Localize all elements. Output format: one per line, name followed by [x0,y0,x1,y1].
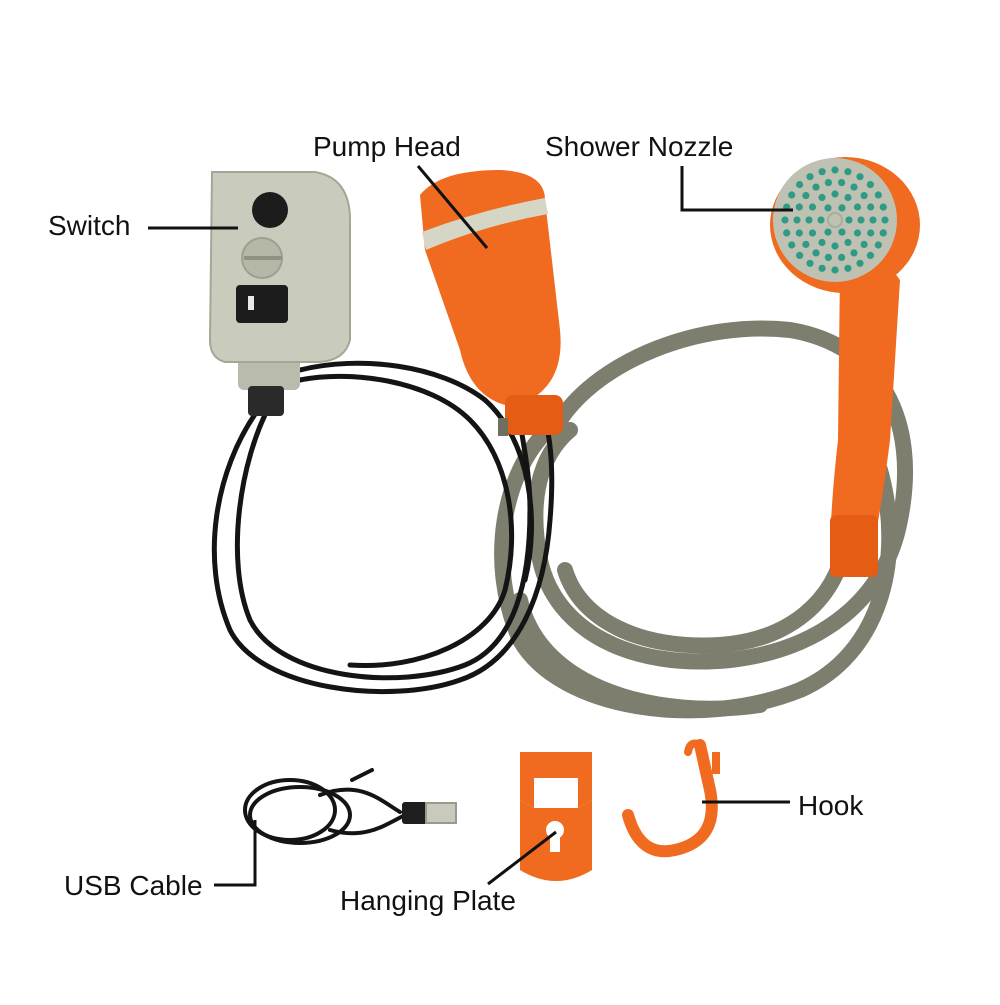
nozzle-hole [838,253,846,261]
nozzle-hole [812,183,820,191]
usb-cable [243,768,457,845]
nozzle-hole [788,191,796,199]
nozzle-hole [805,216,813,224]
nozzle-hole [879,229,887,237]
nozzle-hole [824,179,833,187]
nozzle-hole [795,203,803,211]
nozzle-hole [783,229,791,237]
nozzle-hole [802,192,810,200]
nozzle-hole [860,192,868,200]
nozzle-hole [867,229,875,237]
nozzle-hole [818,168,826,176]
nozzle-hole [812,249,820,257]
nozzle-hole [844,264,852,272]
nozzle-hole [831,190,839,198]
nozzle-hole [818,264,826,272]
nozzle-hole [802,240,810,248]
nozzle-hole [856,173,864,181]
nozzle-hole [874,241,882,249]
usb-cable-leader [214,820,257,887]
nozzle-hole [879,203,887,211]
hanging-plate [520,752,592,881]
nozzle-hole [796,251,804,259]
hanging-plate-label: Hanging Plate [340,885,516,916]
hook-label: Hook [798,790,864,821]
nozzle-hole [874,191,882,199]
nozzle-hole [850,183,858,191]
switch-label: Switch [48,210,131,241]
nozzle-hole [831,166,839,174]
pump-head-label: Pump Head [313,131,461,162]
nozzle-hole [853,229,862,237]
shower-nozzle [770,157,920,577]
nozzle-hole [838,204,846,212]
nozzle-hole [844,168,852,176]
nozzle-hole [808,229,817,237]
nozzle-hole [818,238,826,247]
nozzle-hole [781,216,789,224]
nozzle-hole [824,253,833,261]
nozzle-hole [838,179,846,187]
nozzle-hole [853,203,862,211]
nozzle-hole [866,251,875,259]
rocker-switch [236,285,288,323]
nozzle-hole [795,229,803,237]
nozzle-hole [831,242,839,250]
pump-head [420,170,563,436]
pump-head-leader [416,165,489,249]
nozzle-hole [869,216,877,224]
nozzle-center [827,212,843,228]
nozzle-hole [824,204,832,212]
nozzle-hole [866,181,875,189]
nozzle-hole [831,266,839,274]
nozzle-hole [844,193,852,202]
nozzle-hole [796,181,804,189]
nozzle-hole [850,249,858,257]
nozzle-hole [788,241,796,249]
nozzle-hole [818,193,826,202]
nozzle-hole [824,228,832,236]
pump-outlet [505,395,563,435]
hook [622,739,720,858]
nozzle-hole [845,216,853,224]
nozzle-hole [806,259,814,267]
shower-nozzle-leader [680,166,793,212]
nozzle-hole [806,173,814,181]
nozzle-hole [793,216,801,224]
nozzle-hole [844,238,852,247]
power-button [252,192,288,228]
nozzle-hole [881,216,889,224]
hose [494,320,914,719]
nozzle-hole [856,259,864,267]
nozzle-hole [808,203,817,211]
switch-box [208,171,351,416]
nozzle-hole [867,203,875,211]
nozzle-hole [860,240,868,248]
power-cable [211,360,555,695]
hanging-plate-leader [487,830,557,886]
usb-plug [425,802,457,824]
shower-nozzle-label: Shower Nozzle [545,131,734,162]
nozzle-hole [857,216,865,224]
usb-cable-label: USB Cable [64,870,203,901]
leader-lines [148,165,793,887]
nozzle-hole [838,228,846,236]
nozzle-hole [817,216,825,224]
